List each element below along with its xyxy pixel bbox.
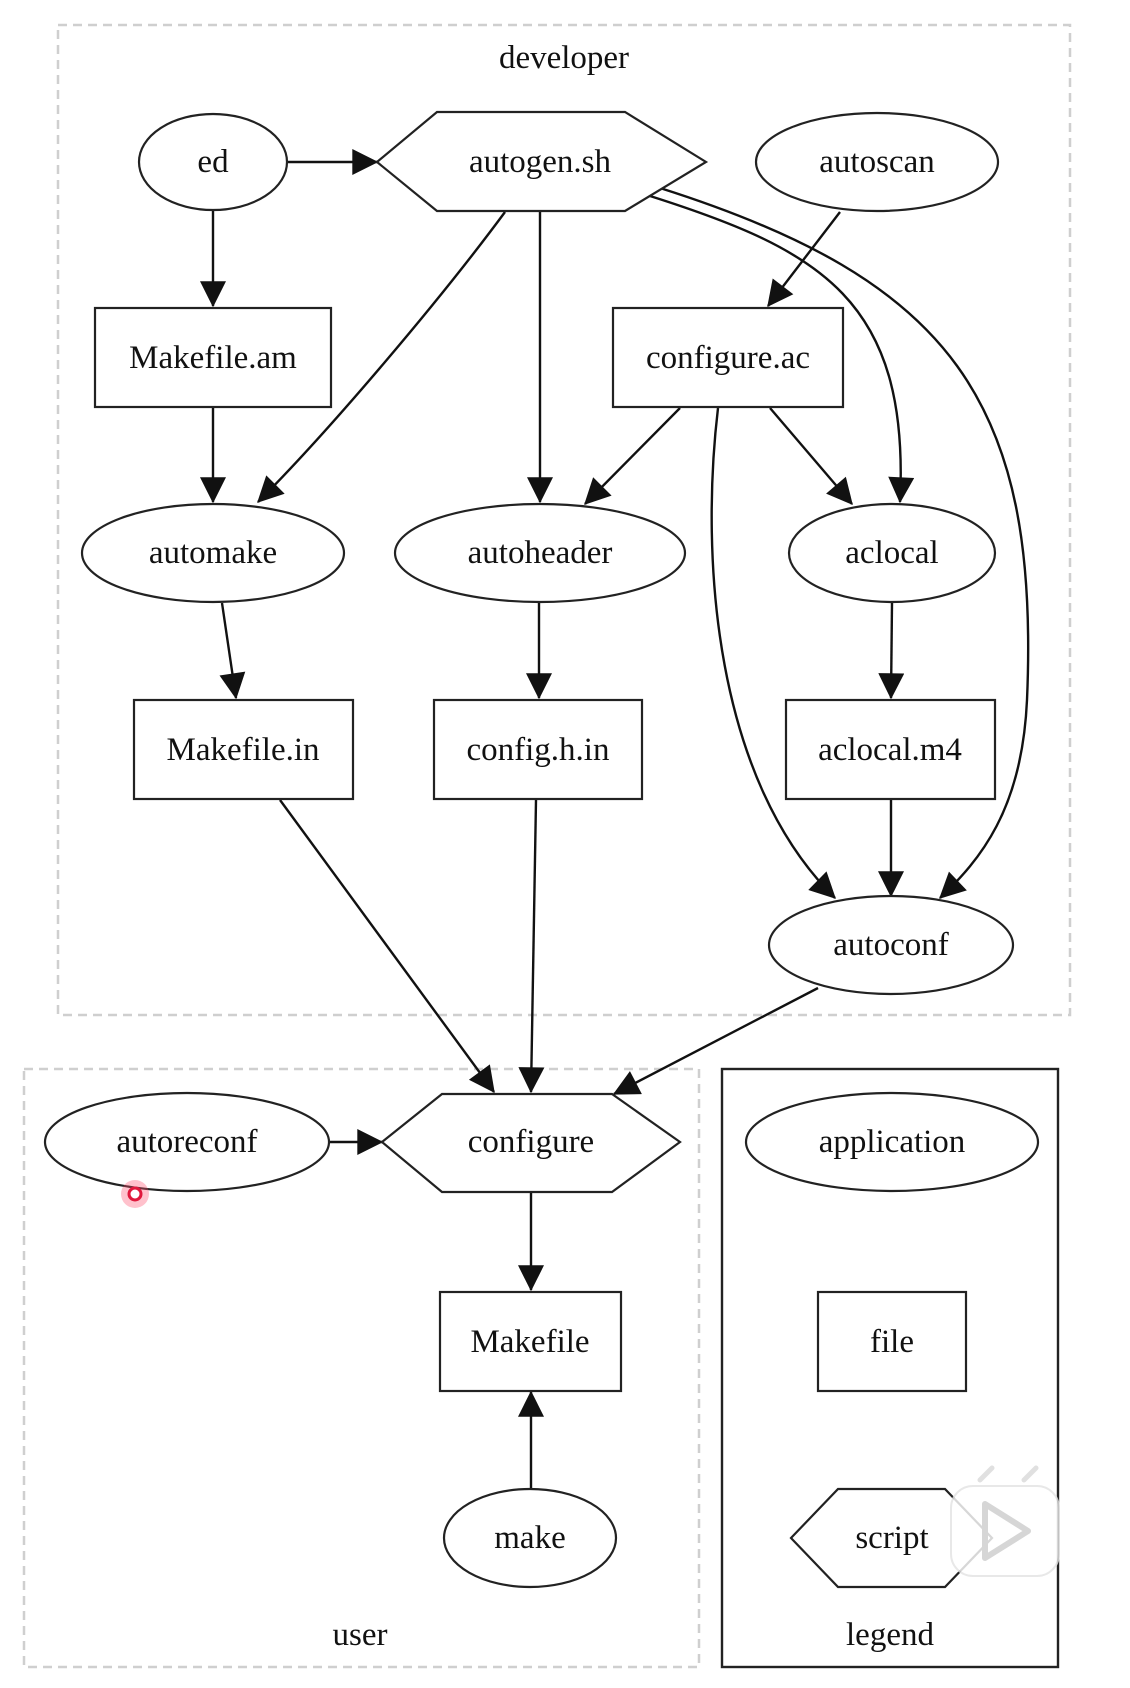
edge-autoscan-configure-ac xyxy=(767,211,841,308)
cluster-developer-label: developer xyxy=(499,40,629,76)
edge-configure-ac-autoheader xyxy=(584,407,681,505)
edges xyxy=(200,149,1030,1488)
node-config-h-in: config.h.in xyxy=(432,698,644,801)
node-autoreconf: autoreconf xyxy=(43,1091,331,1193)
edge-configure-ac-aclocal xyxy=(769,407,853,505)
node-configure-ac-shape xyxy=(611,306,845,409)
node-configure-ac-label: configure.ac xyxy=(646,340,810,376)
node-autoheader-shape xyxy=(393,502,687,604)
cluster-user: user xyxy=(22,1067,701,1669)
node-aclocal-shape xyxy=(787,502,997,604)
node-autoscan: autoscan xyxy=(754,111,1000,213)
node-aclocal: aclocal xyxy=(787,502,997,604)
node-automake-label: automake xyxy=(149,535,277,571)
node-autoconf-label: autoconf xyxy=(833,927,948,963)
cluster-developer-border xyxy=(56,23,1072,1017)
legend-application: application xyxy=(744,1091,1040,1193)
node-makefile-in-label: Makefile.in xyxy=(166,732,319,768)
legend-file-label: file xyxy=(870,1324,914,1360)
cluster-legend-label: legend xyxy=(846,1617,934,1653)
cluster-legend: legend xyxy=(720,1067,1060,1669)
mouse-pointer-dot-icon xyxy=(121,1180,149,1208)
edge-makefile-in-configure xyxy=(279,799,495,1094)
node-make: make xyxy=(442,1487,618,1589)
edge-autoconf-configure xyxy=(612,986,819,1096)
edge-aclocal-aclocal-m4 xyxy=(878,602,905,700)
legend-file-shape xyxy=(816,1290,968,1393)
node-makefile-am-shape xyxy=(93,306,333,409)
edge-autogen-aclocal xyxy=(649,194,915,504)
node-autoconf-shape xyxy=(767,894,1015,996)
node-configure: configure xyxy=(380,1092,682,1194)
node-aclocal-m4: aclocal.m4 xyxy=(784,698,997,801)
legend-file: file xyxy=(816,1290,968,1393)
edge-autogen-autoconf xyxy=(659,186,1030,899)
edge-config-h-in-configure xyxy=(518,799,545,1094)
edge-automake-makefile-in xyxy=(219,602,246,700)
node-aclocal-m4-shape xyxy=(784,698,997,801)
node-autogen-sh-label: autogen.sh xyxy=(469,144,612,180)
node-autoheader: autoheader xyxy=(393,502,687,604)
node-autoreconf-shape xyxy=(43,1091,331,1193)
node-makefile-am-label: Makefile.am xyxy=(129,340,297,376)
cluster-user-border xyxy=(22,1067,701,1669)
edge-autogen-automake xyxy=(257,211,506,503)
node-makefile-label: Makefile xyxy=(470,1324,589,1360)
node-ed-label: ed xyxy=(197,144,229,180)
legend-application-label: application xyxy=(819,1124,966,1160)
node-config-h-in-label: config.h.in xyxy=(467,732,610,768)
node-configure-ac: configure.ac xyxy=(611,306,845,409)
node-make-shape xyxy=(442,1487,618,1589)
node-makefile-am: Makefile.am xyxy=(93,306,333,409)
video-play-badge-icon[interactable] xyxy=(950,1465,1060,1577)
node-configure-shape xyxy=(380,1092,682,1194)
node-makefile: Makefile xyxy=(438,1290,623,1393)
node-ed-shape xyxy=(137,112,289,212)
node-ed: ed xyxy=(137,112,289,212)
nodes: ed autogen.sh autoscan Makefile.am confi… xyxy=(43,110,1015,1589)
node-configure-label: configure xyxy=(468,1124,594,1160)
node-autoscan-label: autoscan xyxy=(819,144,934,180)
legend-application-shape xyxy=(744,1091,1040,1193)
node-autoscan-shape xyxy=(754,111,1000,213)
node-autoconf: autoconf xyxy=(767,894,1015,996)
edge-configure-ac-autoconf xyxy=(710,407,836,899)
node-autoreconf-label: autoreconf xyxy=(116,1124,257,1160)
cluster-developer: developer xyxy=(56,23,1072,1017)
legend-script: script xyxy=(789,1487,994,1589)
node-automake-shape xyxy=(80,502,346,604)
node-makefile-in: Makefile.in xyxy=(132,698,355,801)
node-autogen-sh-shape xyxy=(375,110,709,213)
legend-items: application file script xyxy=(744,1091,1040,1589)
legend-script-label: script xyxy=(855,1520,928,1556)
node-autogen-sh: autogen.sh xyxy=(375,110,709,213)
cluster-legend-border xyxy=(720,1067,1060,1669)
node-config-h-in-shape xyxy=(432,698,644,801)
node-makefile-shape xyxy=(438,1290,623,1393)
node-autoheader-label: autoheader xyxy=(468,535,613,571)
node-aclocal-label: aclocal xyxy=(845,535,938,571)
node-makefile-in-shape xyxy=(132,698,355,801)
node-automake: automake xyxy=(80,502,346,604)
node-aclocal-m4-label: aclocal.m4 xyxy=(818,732,962,768)
cluster-user-label: user xyxy=(333,1617,388,1653)
node-make-label: make xyxy=(494,1520,565,1556)
